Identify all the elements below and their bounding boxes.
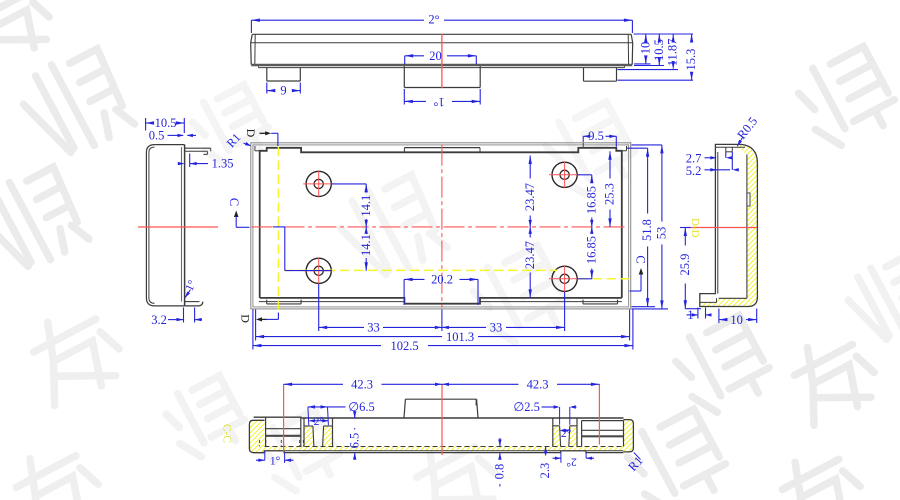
svg-text:10.5: 10.5 bbox=[155, 116, 177, 130]
svg-text:14.1: 14.1 bbox=[359, 195, 373, 217]
svg-text:C: C bbox=[227, 198, 241, 206]
svg-text:10: 10 bbox=[638, 42, 652, 55]
svg-text:3.2: 3.2 bbox=[151, 313, 167, 327]
svg-text:11.87: 11.87 bbox=[666, 39, 680, 67]
svg-text:15.3: 15.3 bbox=[684, 49, 698, 71]
svg-text:42.3: 42.3 bbox=[527, 378, 549, 392]
svg-text:1.35: 1.35 bbox=[212, 156, 234, 170]
svg-text:2.3: 2.3 bbox=[538, 463, 552, 479]
svg-text:25.3: 25.3 bbox=[603, 183, 617, 205]
svg-text:14.1: 14.1 bbox=[359, 234, 373, 256]
svg-text:∅6.5: ∅6.5 bbox=[348, 400, 375, 414]
svg-text:101.3: 101.3 bbox=[446, 330, 474, 344]
svg-text:2°: 2° bbox=[566, 456, 577, 468]
svg-text:33: 33 bbox=[367, 321, 380, 335]
svg-text:10.5: 10.5 bbox=[652, 39, 666, 61]
svg-text:1: 1 bbox=[687, 308, 693, 322]
svg-text:10: 10 bbox=[730, 313, 743, 327]
svg-text:1°: 1° bbox=[433, 95, 444, 109]
svg-text:1°: 1° bbox=[270, 456, 281, 468]
svg-text:R1: R1 bbox=[224, 130, 244, 150]
svg-text:20: 20 bbox=[429, 49, 442, 63]
svg-text:2°: 2° bbox=[561, 428, 572, 440]
svg-text:33: 33 bbox=[490, 321, 503, 335]
svg-text:1°: 1° bbox=[184, 278, 199, 293]
svg-text:0.5: 0.5 bbox=[149, 129, 165, 143]
svg-text:D: D bbox=[244, 129, 258, 138]
svg-text:25.9: 25.9 bbox=[678, 254, 692, 276]
svg-text:51.8: 51.8 bbox=[640, 219, 654, 241]
svg-text:5.2: 5.2 bbox=[686, 164, 702, 178]
svg-text:23.47: 23.47 bbox=[523, 183, 537, 211]
svg-text:D: D bbox=[239, 314, 253, 323]
svg-text:C-C: C-C bbox=[221, 424, 233, 444]
svg-text:9.5: 9.5 bbox=[588, 129, 604, 143]
svg-text:42.3: 42.3 bbox=[351, 378, 373, 392]
svg-text:D-D: D-D bbox=[689, 218, 701, 238]
svg-text:0.8: 0.8 bbox=[493, 464, 507, 480]
svg-text:6.5: 6.5 bbox=[347, 433, 361, 449]
svg-text:2°: 2° bbox=[428, 13, 439, 27]
svg-text:102.5: 102.5 bbox=[390, 339, 418, 353]
svg-text:∅2.5: ∅2.5 bbox=[513, 400, 540, 414]
svg-text:53: 53 bbox=[655, 227, 669, 240]
svg-text:16.85: 16.85 bbox=[584, 186, 598, 214]
svg-text:20.2: 20.2 bbox=[431, 273, 453, 287]
svg-text:16.85: 16.85 bbox=[584, 236, 598, 264]
svg-text:2°: 2° bbox=[314, 416, 325, 428]
svg-text:C: C bbox=[634, 255, 648, 263]
svg-text:2.7: 2.7 bbox=[686, 151, 702, 165]
svg-text:9: 9 bbox=[280, 84, 286, 98]
svg-text:23.47: 23.47 bbox=[523, 241, 537, 269]
